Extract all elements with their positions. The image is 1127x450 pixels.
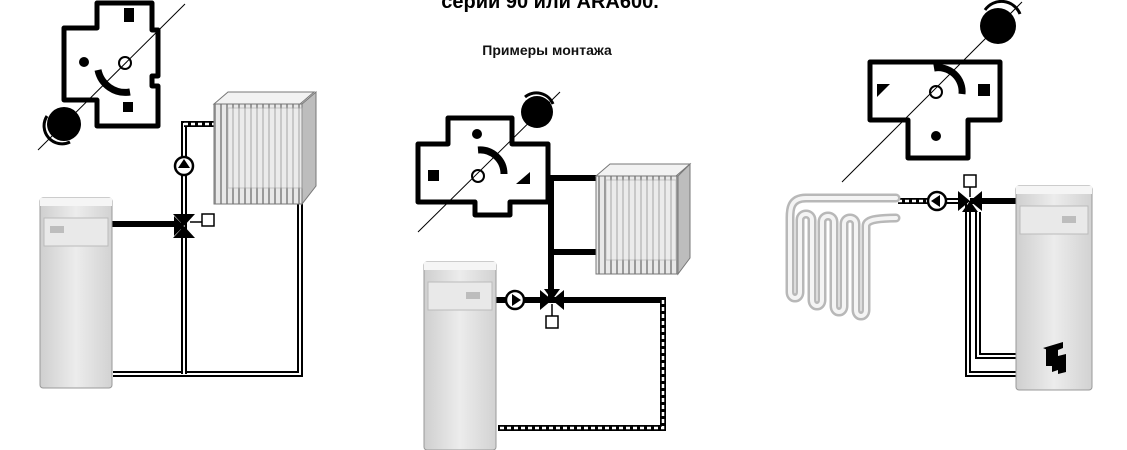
valve-rotation-arc-1: [94, 69, 131, 96]
valve-rotation-arc-3: [933, 64, 966, 95]
three-way-valve-icon-1: [173, 213, 215, 238]
valve-port-left-2: [428, 170, 439, 181]
page-heading: серии 90 или ARA600.: [441, 0, 659, 13]
valve-port-bottom-3: [931, 131, 941, 141]
valve-port-bottom-1: [123, 102, 133, 112]
radiator-icon-2: [594, 162, 692, 276]
scheme-2: [415, 91, 692, 450]
valve-gear-icon-2: [471, 169, 485, 183]
three-way-valve-icon-3: [958, 174, 982, 212]
underfloor-heating-coil-icon: [785, 193, 901, 321]
boiler-icon-1: [39, 197, 113, 389]
actuator-motor-icon-2: [521, 96, 553, 128]
valve-body-1: [61, 0, 161, 129]
actuator-arrow-3: [983, 0, 1022, 15]
valve-body-2: [415, 115, 551, 218]
valve-rotation-arc-2: [477, 146, 508, 175]
examples-subheading: Примеры монтажа: [482, 42, 612, 58]
valve-body-3: [867, 59, 1003, 161]
valve-port-right-2: [516, 172, 530, 184]
scheme-1: [37, 0, 317, 389]
scheme-3: [785, 0, 1093, 391]
actuator-motor-icon-3: [980, 8, 1016, 44]
valve-gear-icon-3: [929, 85, 943, 99]
actuator-box-3: [963, 174, 977, 188]
return-pipe-2: [498, 300, 666, 431]
actuator-box-1: [201, 213, 215, 227]
actuator-arrow-1: [42, 115, 71, 146]
valve-port-left-1: [79, 57, 89, 67]
actuator-box-2: [545, 315, 559, 329]
valve-detail-2: [415, 91, 561, 233]
valve-detail-1: [37, 0, 186, 151]
radiator-icon-1: [212, 90, 317, 206]
valve-port-right-3: [978, 84, 990, 96]
boiler-icon-3: [1015, 185, 1093, 391]
valve-detail-3: [841, 0, 1023, 183]
itu-logo-icon: [1043, 342, 1066, 374]
three-way-valve-icon-2: [540, 289, 564, 329]
valve-port-left-3: [877, 84, 890, 97]
actuator-arrow-2: [524, 91, 555, 105]
valve-port-top-2: [472, 129, 482, 139]
bypass-pipe-3: [975, 212, 1018, 359]
valve-port-top-1: [124, 8, 134, 22]
boiler-icon-2: [423, 261, 497, 450]
actuator-motor-icon-1: [47, 107, 81, 141]
riser-pipe-2: [548, 175, 606, 300]
